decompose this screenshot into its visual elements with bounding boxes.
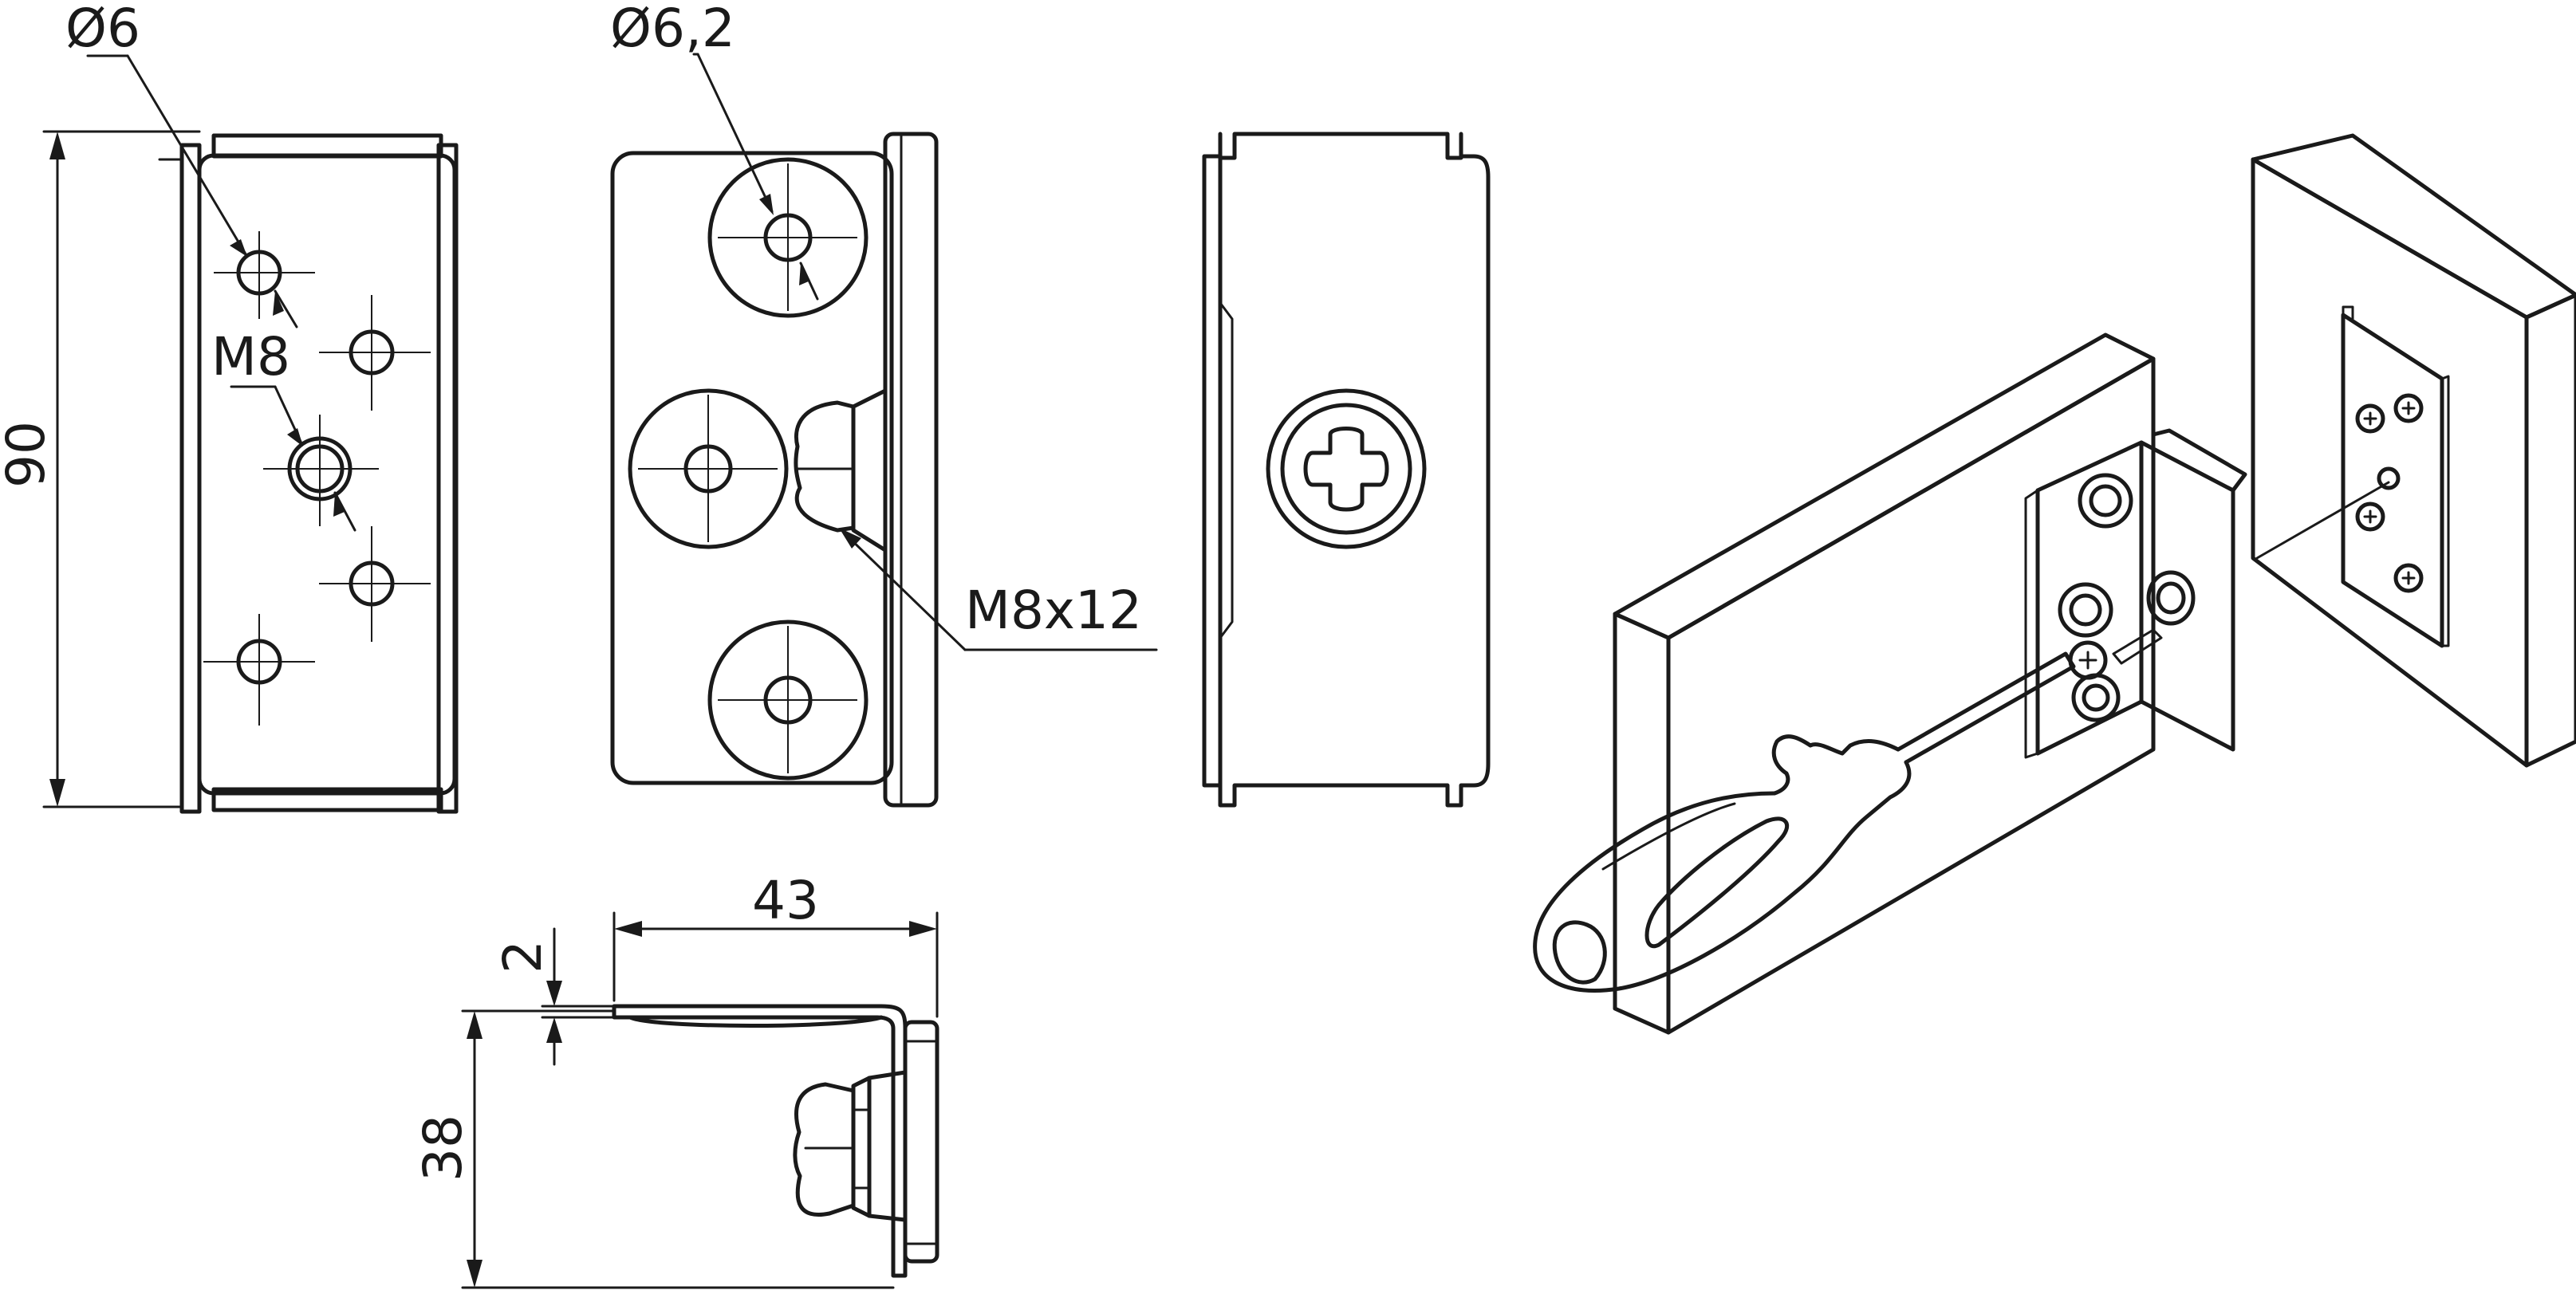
board-bracket xyxy=(2024,428,2247,759)
dimension-label-depth: 38 xyxy=(412,1115,474,1182)
view-isometric-assembly xyxy=(1533,133,2576,1035)
dimension-label-thickness: 2 xyxy=(492,940,553,973)
hole-6mm xyxy=(319,295,431,411)
hole-6mm xyxy=(319,526,431,642)
leader-hole-6: Ø6 xyxy=(65,0,298,328)
leader-thread-m8: M8 xyxy=(211,326,356,532)
dimension-thickness: 2 xyxy=(492,927,616,1066)
washer-hole-bottom xyxy=(707,619,869,781)
label-hole-6: Ø6 xyxy=(65,0,140,59)
hole-m8-thread xyxy=(263,415,379,526)
view-plate-front: 90 Ø6 M8 xyxy=(0,0,459,814)
view-bracket-profile: 43 2 38 xyxy=(412,870,939,1289)
dimension-width: 43 xyxy=(612,870,939,1018)
screwdriver-icon xyxy=(1533,651,2076,993)
view-bracket-side: Ø6,2 M8x12 xyxy=(610,0,1158,808)
phillips-screw-icon xyxy=(1266,388,1427,549)
dimension-height: 90 xyxy=(0,130,201,808)
label-thread-m8: M8 xyxy=(211,326,290,387)
dimension-label-height: 90 xyxy=(0,421,57,488)
hole-6mm xyxy=(203,614,315,726)
leader-bolt-m8x12: M8x12 xyxy=(839,528,1158,651)
hole-6mm xyxy=(214,231,315,319)
wall-bracket xyxy=(2341,305,2450,648)
wall-panel xyxy=(2251,133,2576,768)
leader-hole-6-2: Ø6,2 xyxy=(610,0,819,301)
shelf-board xyxy=(1613,332,2156,1035)
bolt-icon xyxy=(794,388,888,553)
dimension-depth: 38 xyxy=(412,1009,895,1289)
washer-hole-middle xyxy=(628,388,789,549)
view-plate-screw xyxy=(1202,132,1491,808)
label-bolt-m8x12: M8x12 xyxy=(965,580,1142,641)
label-hole-6-2: Ø6,2 xyxy=(610,0,735,59)
dimension-label-width: 43 xyxy=(752,870,819,931)
washer-hole-top xyxy=(707,157,869,318)
